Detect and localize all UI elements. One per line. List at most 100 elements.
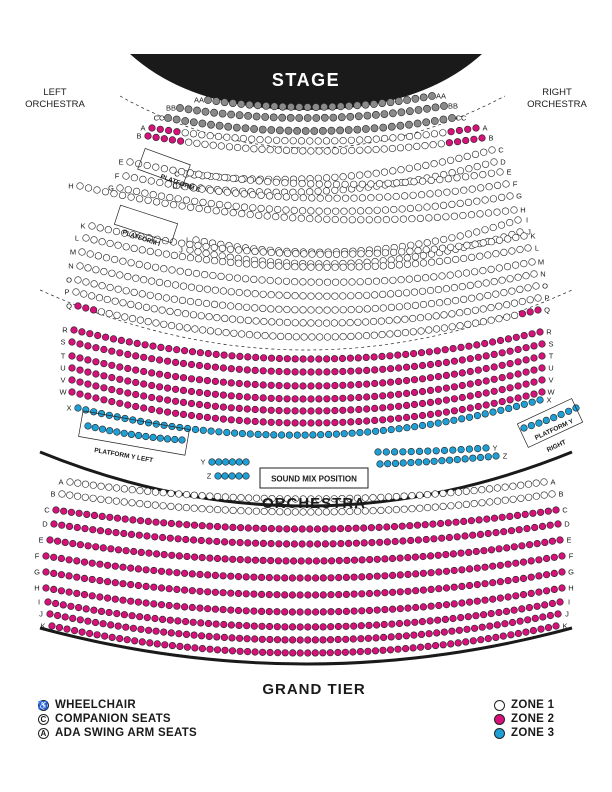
seat-orch-n-6[interactable] xyxy=(116,271,124,279)
seat-gt-h-14[interactable] xyxy=(142,599,150,607)
seat-orch-w-14[interactable] xyxy=(172,409,180,417)
seat-gt-h-17[interactable] xyxy=(165,601,173,610)
seat-aa-7[interactable] xyxy=(253,101,262,110)
seat-orch-i-35[interactable] xyxy=(473,228,481,236)
seat-orch-a-20[interactable] xyxy=(306,137,314,145)
seat-orch-o-4[interactable] xyxy=(98,282,106,290)
seat-orch-k-5[interactable] xyxy=(120,229,129,237)
seat-gt-e-68[interactable] xyxy=(556,536,564,544)
seat-gt-k-13[interactable] xyxy=(138,638,146,646)
seat-orch-k-53[interactable] xyxy=(512,233,520,242)
seat-orch-o-11[interactable] xyxy=(154,293,162,301)
seat-orch-r-28[interactable] xyxy=(283,355,291,363)
seat-gt-a-43[interactable] xyxy=(392,493,401,501)
seat-orch-m-40[interactable] xyxy=(397,276,405,284)
seat-orch-r-23[interactable] xyxy=(244,353,252,361)
seat-orch-b-30[interactable] xyxy=(380,145,388,153)
seat-orch-f-45[interactable] xyxy=(494,181,502,189)
seat-orch-l-5[interactable] xyxy=(114,241,122,249)
seat-plat-y-left-5[interactable] xyxy=(113,428,121,436)
seat-orch-l-48[interactable] xyxy=(460,254,468,263)
seat-gt-e-2[interactable] xyxy=(53,537,62,545)
seat-orch-o-41[interactable] xyxy=(395,303,404,311)
seat-gt-d-7[interactable] xyxy=(96,527,105,535)
seat-gt-g-5[interactable] xyxy=(73,573,81,581)
seat-orch-b-11[interactable] xyxy=(225,143,234,151)
seat-orch-n-2[interactable] xyxy=(84,264,92,272)
seat-aa-11[interactable] xyxy=(287,103,295,111)
seat-orch-p-59[interactable] xyxy=(526,296,534,304)
seat-gt-e-15[interactable] xyxy=(153,550,161,558)
seat-orch-r-20[interactable] xyxy=(220,351,228,359)
seat-orch-t-2[interactable] xyxy=(76,354,84,362)
seat-cc-1[interactable] xyxy=(164,114,172,122)
seat-orch-q-35[interactable] xyxy=(339,333,347,341)
seat-gt-k-46[interactable] xyxy=(386,646,395,654)
seat-orch-g-29[interactable] xyxy=(348,207,356,215)
seat-orch-l-55[interactable] xyxy=(516,245,524,254)
seat-orch-s-25[interactable] xyxy=(259,367,267,375)
seat-gt-k-57[interactable] xyxy=(469,637,477,645)
seat-gt-j-3[interactable] xyxy=(61,613,69,621)
seat-orch-s-20[interactable] xyxy=(219,364,227,372)
seat-orch-o-46[interactable] xyxy=(436,299,444,307)
seat-orch-s-41[interactable] xyxy=(387,365,395,373)
seat-gt-f-31[interactable] xyxy=(273,574,281,582)
seat-orch-y-c-3[interactable] xyxy=(391,448,399,456)
seat-orch-v-19[interactable] xyxy=(211,402,219,410)
seat-orch-v-36[interactable] xyxy=(347,406,355,414)
seat-orch-w-59[interactable] xyxy=(530,390,538,398)
seat-gt-a-9[interactable] xyxy=(128,486,136,494)
seat-gt-i-68[interactable] xyxy=(556,598,564,606)
seat-orch-p-55[interactable] xyxy=(495,302,503,310)
seat-orch-t-55[interactable] xyxy=(498,361,506,369)
seat-cc-32[interactable] xyxy=(430,117,439,125)
seat-orch-l-14[interactable] xyxy=(186,254,195,262)
seat-gt-f-36[interactable] xyxy=(312,574,320,582)
seat-gt-k-32[interactable] xyxy=(281,649,289,657)
seat-orch-q-31[interactable] xyxy=(308,333,316,341)
seat-orch-s-5[interactable] xyxy=(100,345,108,354)
seat-orch-m-4[interactable] xyxy=(102,254,111,262)
seat-orch-t-18[interactable] xyxy=(203,377,211,385)
seat-orch-l-4[interactable] xyxy=(106,239,114,248)
seat-orch-t-11[interactable] xyxy=(148,369,156,377)
seat-orch-w-19[interactable] xyxy=(211,414,219,422)
seat-gt-f-49[interactable] xyxy=(412,570,420,578)
seat-orch-e-9[interactable] xyxy=(195,170,203,178)
seat-orch-c-29[interactable] xyxy=(414,163,422,171)
seat-orch-z-r-9[interactable] xyxy=(438,457,446,465)
seat-gt-c-59[interactable] xyxy=(498,513,506,521)
seat-gt-e-59[interactable] xyxy=(487,546,496,554)
seat-orch-e-3[interactable] xyxy=(143,161,151,170)
seat-gt-d-2[interactable] xyxy=(58,521,66,529)
seat-orch-b-14[interactable] xyxy=(250,145,258,153)
seat-gt-k-48[interactable] xyxy=(402,644,410,653)
seat-orch-q-57[interactable] xyxy=(510,311,519,320)
seat-orch-o-30[interactable] xyxy=(307,306,315,314)
seat-gt-e-23[interactable] xyxy=(213,554,222,563)
seat-gt-j-29[interactable] xyxy=(258,635,266,643)
seat-orch-v-32[interactable] xyxy=(315,407,323,415)
seat-bb-1[interactable] xyxy=(176,104,184,112)
seat-orch-f-5[interactable] xyxy=(156,178,164,187)
seat-gt-f-42[interactable] xyxy=(358,573,366,581)
seat-orch-q-43[interactable] xyxy=(401,329,410,337)
seat-orch-k-4[interactable] xyxy=(112,227,121,236)
seat-orch-a-40[interactable] xyxy=(472,124,480,132)
seat-gt-e-50[interactable] xyxy=(419,552,427,561)
seat-orch-s-60[interactable] xyxy=(538,340,546,348)
seat-gt-b-47[interactable] xyxy=(416,504,424,512)
seat-gt-f-1[interactable] xyxy=(42,552,50,560)
seat-orch-s-57[interactable] xyxy=(514,345,522,354)
seat-orch-l-7[interactable] xyxy=(130,244,138,252)
seat-gt-a-36[interactable] xyxy=(338,495,346,503)
seat-gt-c-10[interactable] xyxy=(121,515,129,523)
seat-orch-s-28[interactable] xyxy=(283,368,291,376)
seat-orch-m-42[interactable] xyxy=(413,274,422,283)
seat-gt-i-16[interactable] xyxy=(159,615,167,624)
seat-gt-g-3[interactable] xyxy=(57,571,66,579)
seat-orch-m-55[interactable] xyxy=(520,260,528,268)
seat-orch-m-39[interactable] xyxy=(389,276,397,284)
seat-orch-l-44[interactable] xyxy=(428,258,436,266)
